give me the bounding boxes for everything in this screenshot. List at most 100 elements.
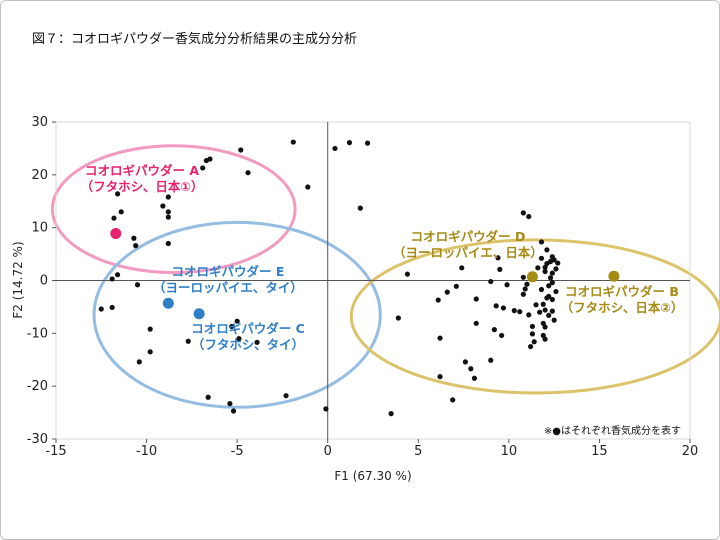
y-tick-label: 20	[31, 168, 48, 183]
compound-point	[538, 286, 545, 293]
compound-point	[109, 304, 115, 311]
compound-point	[546, 293, 552, 299]
compound-point	[553, 266, 559, 272]
compound-point	[131, 235, 137, 241]
compound-point	[435, 297, 441, 303]
compound-point	[538, 239, 545, 245]
compound-point	[488, 357, 494, 363]
sample-point	[110, 227, 122, 239]
compound-point	[499, 332, 505, 339]
compound-point	[527, 343, 534, 350]
x-tick-label: 5	[414, 444, 422, 459]
compound-point	[283, 393, 289, 399]
compound-point	[230, 408, 237, 414]
group-ellipse	[349, 238, 720, 395]
compound-point	[551, 257, 557, 263]
sample-label-origin: （フタホシ、タイ）	[192, 337, 304, 352]
compound-point	[542, 324, 548, 330]
compound-point	[160, 203, 166, 209]
compound-point	[531, 339, 537, 345]
group-ellipse	[50, 144, 297, 275]
compound-point	[491, 327, 497, 333]
compound-point	[111, 215, 117, 221]
compound-point	[236, 336, 242, 342]
sample-label-name: コオロギパウダー B	[565, 284, 679, 299]
compound-point	[493, 303, 499, 309]
compound-point	[388, 411, 394, 417]
compound-point	[459, 265, 465, 271]
compound-point	[473, 296, 479, 302]
sample-point	[162, 297, 174, 309]
y-tick-label: 30	[31, 115, 48, 130]
compound-point	[332, 145, 338, 152]
compound-point	[520, 291, 526, 297]
sample-label-name: コオロギパウダー E	[172, 264, 285, 279]
compound-point	[471, 375, 478, 381]
compound-point	[468, 366, 474, 372]
compound-point	[444, 289, 450, 295]
compound-point	[542, 336, 548, 342]
compound-point	[118, 209, 124, 215]
sample-label-name: コオロギパウダー D	[411, 229, 526, 244]
compound-point	[529, 323, 536, 330]
sample-label-origin: （フタホシ、日本②）	[561, 300, 684, 315]
compound-point	[533, 302, 539, 308]
compound-point	[227, 401, 233, 407]
legend-note: ※●はそれぞれ香気成分を表す	[544, 424, 681, 437]
compound-point	[520, 210, 526, 216]
y-tick-label: 10	[31, 221, 48, 236]
compound-point	[346, 140, 353, 146]
x-tick-label: 15	[591, 444, 608, 459]
compound-point	[395, 315, 401, 321]
compound-point	[234, 318, 240, 324]
compound-point	[98, 306, 104, 312]
compound-point	[500, 305, 507, 311]
compound-point	[535, 265, 541, 271]
compound-point	[404, 271, 411, 277]
sample-markers	[110, 227, 620, 320]
compound-point	[549, 270, 555, 276]
compound-point	[538, 255, 545, 261]
sample-point	[193, 308, 205, 320]
compound-point	[553, 288, 559, 295]
sample-label-name: コオロギパウダー A	[85, 163, 199, 178]
compound-point	[200, 165, 206, 171]
compound-point	[504, 282, 510, 288]
compound-point	[437, 374, 443, 380]
compound-point	[526, 213, 532, 220]
compound-point	[323, 406, 329, 412]
compound-point	[437, 335, 443, 341]
compound-point	[462, 359, 468, 365]
sample-label-origin: （ヨーロッパイエ、日本）	[393, 245, 543, 260]
compound-point	[147, 349, 153, 355]
compound-point	[547, 275, 554, 281]
compound-point	[290, 139, 296, 145]
group-ellipses	[50, 144, 720, 409]
y-tick-label: -30	[27, 432, 48, 447]
figure-title: 図７：コオロギパウダー香気成分分析結果の主成分分析	[32, 32, 358, 47]
compound-point	[205, 394, 211, 400]
compound-point	[147, 326, 153, 332]
compound-point	[245, 170, 251, 176]
compound-point	[357, 205, 363, 211]
compound-point	[524, 281, 530, 287]
compound-point	[517, 309, 523, 315]
compound-point	[551, 317, 557, 323]
compound-point	[529, 331, 536, 337]
compound-point	[549, 308, 555, 314]
compound-point	[546, 312, 552, 318]
compound-point	[526, 312, 532, 318]
y-axis-label: F2 (14.72 %)	[11, 241, 25, 318]
compound-point	[544, 247, 550, 253]
compound-point	[136, 359, 142, 365]
compound-point	[549, 296, 555, 303]
compound-point	[555, 260, 561, 266]
compound-point	[114, 191, 121, 197]
x-tick-label: 0	[324, 444, 332, 459]
compound-point	[134, 282, 141, 288]
sample-label-origin: （ヨーロッパイエ、タイ）	[153, 280, 303, 295]
compound-point	[520, 274, 526, 280]
